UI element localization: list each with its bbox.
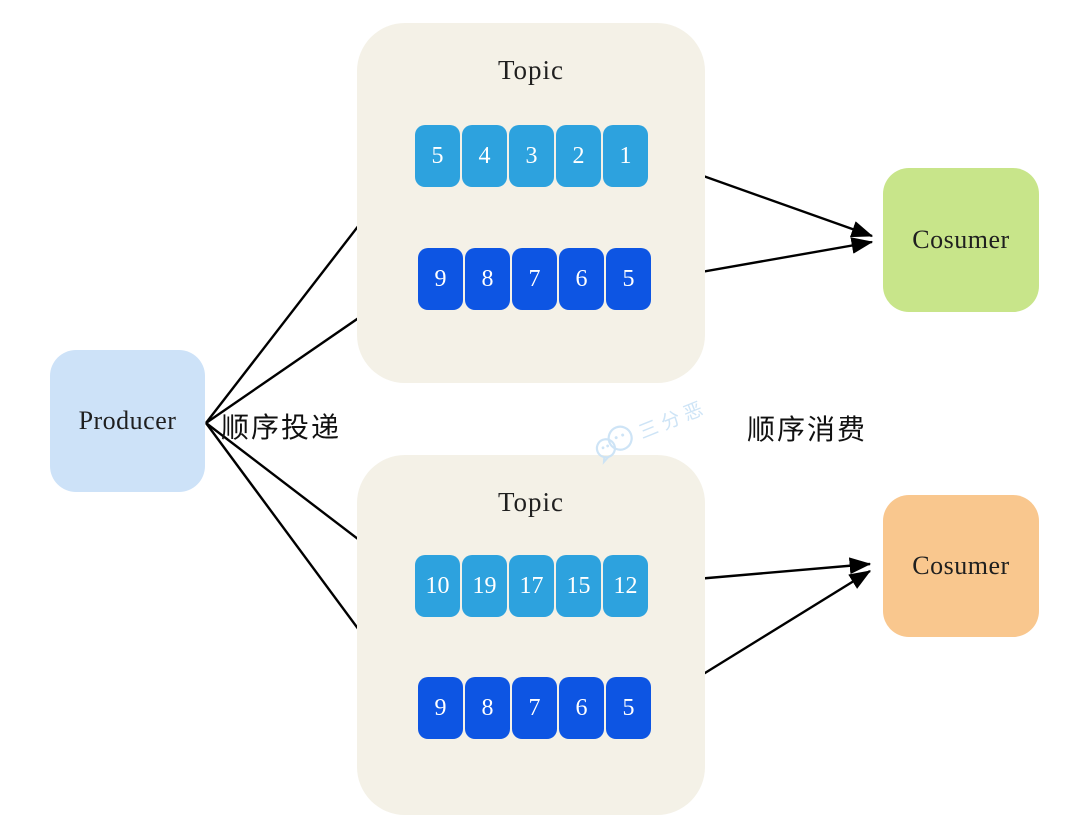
topic-container-bottom: Topic xyxy=(357,455,705,815)
message-queue-top-1: 5 4 3 2 1 xyxy=(415,125,648,187)
queue-cell: 6 xyxy=(559,248,604,310)
consume-label: 顺序消费 xyxy=(747,415,868,446)
queue-cell: 9 xyxy=(418,677,463,739)
topic-title: Topic xyxy=(497,55,565,85)
consumer-label: Cosumer xyxy=(912,225,1010,254)
queue-cell: 9 xyxy=(418,248,463,310)
producer-label: Producer xyxy=(78,406,177,435)
topic-title: Topic xyxy=(497,487,565,517)
message-queue-bottom-2: 9 8 7 6 5 xyxy=(418,677,651,739)
queue-cell: 7 xyxy=(512,248,557,310)
queue-cell: 5 xyxy=(606,248,651,310)
queue-cell: 8 xyxy=(465,677,510,739)
message-queue-top-2: 9 8 7 6 5 xyxy=(418,248,651,310)
queue-cell: 19 xyxy=(462,555,507,617)
consumer-node-top: Cosumer xyxy=(883,168,1039,312)
queue-cell: 6 xyxy=(559,677,604,739)
producer-node: Producer xyxy=(50,350,205,492)
queue-cell: 8 xyxy=(465,248,510,310)
queue-cell: 2 xyxy=(556,125,601,187)
topic-container-top: Topic xyxy=(357,23,705,383)
watermark-chat-faces-icon xyxy=(595,425,633,465)
watermark: 三分恶 xyxy=(578,365,729,488)
delivery-label: 顺序投递 xyxy=(221,413,342,444)
queue-cell: 12 xyxy=(603,555,648,617)
watermark-text: 三分恶 xyxy=(635,396,711,444)
queue-cell: 1 xyxy=(603,125,648,187)
queue-cell: 17 xyxy=(509,555,554,617)
message-queue-bottom-1: 10 19 17 15 12 xyxy=(415,555,648,617)
queue-cell: 5 xyxy=(606,677,651,739)
queue-cell: 5 xyxy=(415,125,460,187)
queue-cell: 15 xyxy=(556,555,601,617)
queue-cell: 4 xyxy=(462,125,507,187)
consumer-node-bottom: Cosumer xyxy=(883,495,1039,637)
queue-cell: 7 xyxy=(512,677,557,739)
consumer-label: Cosumer xyxy=(912,551,1010,580)
queue-cell: 10 xyxy=(415,555,460,617)
queue-cell: 3 xyxy=(509,125,554,187)
